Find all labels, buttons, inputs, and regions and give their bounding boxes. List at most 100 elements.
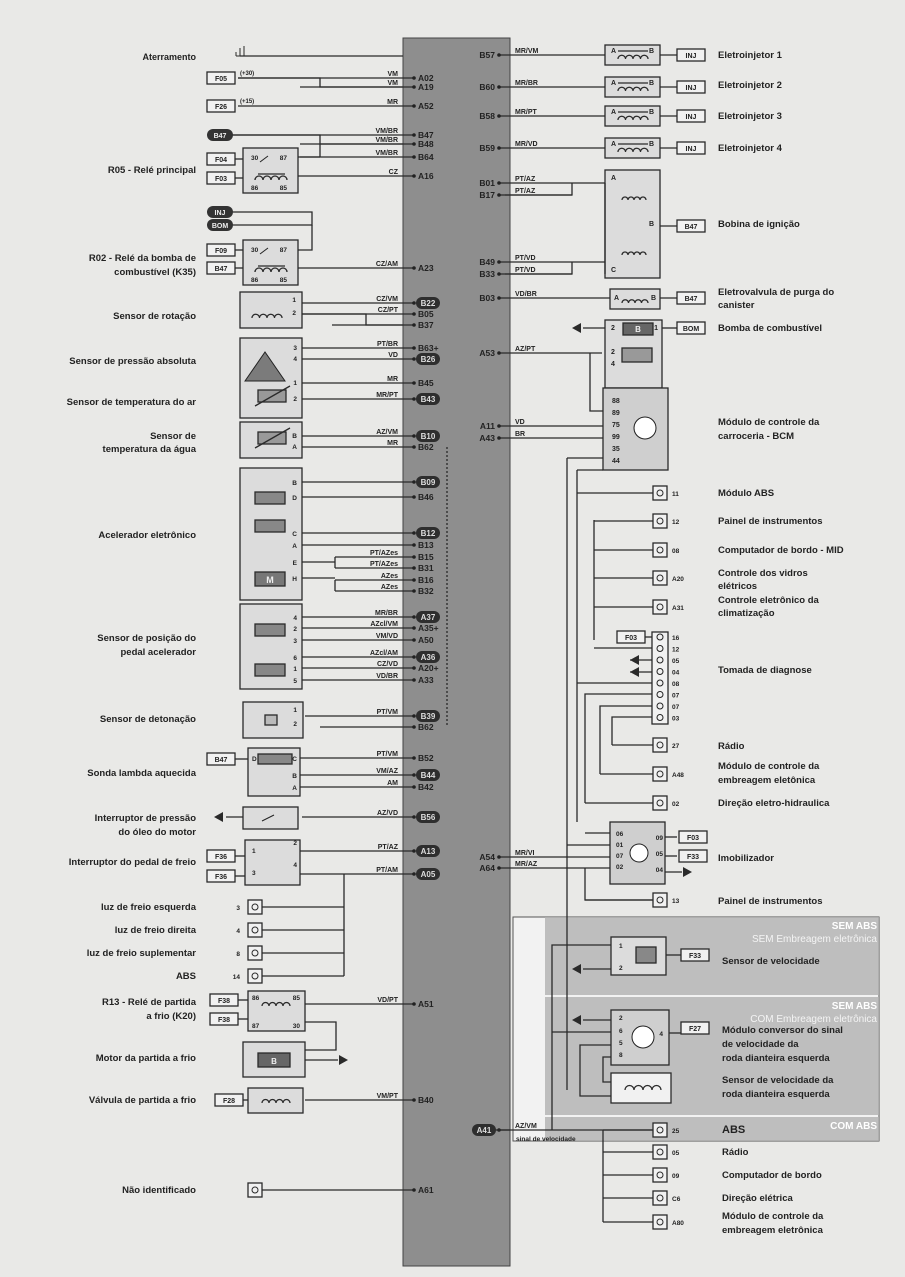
- ecu-pin-B32: B32: [418, 586, 434, 596]
- wire-color-label: PT/VM: [377, 751, 399, 758]
- component-label: Eletroinjetor 4: [718, 143, 783, 154]
- component-label: Painel de instrumentos: [718, 896, 823, 907]
- ecu-pin-B46: B46: [418, 492, 434, 502]
- wire-color-label: PT/VD: [515, 267, 536, 274]
- terminal-number: 14: [233, 974, 241, 981]
- component-label: embreagem eletônica: [718, 775, 816, 786]
- connector-BOM: [207, 219, 233, 231]
- pin: 3: [293, 638, 297, 645]
- pin: 86: [252, 995, 260, 1002]
- terminal-13-contact: [656, 896, 664, 904]
- terminal-05: [652, 1144, 668, 1160]
- pin: A: [614, 295, 619, 302]
- pin-arrow-icon: [412, 756, 416, 760]
- fuel-level-icon: [621, 347, 653, 363]
- ecu-pin-A51: A51: [418, 999, 434, 1009]
- component-label: Eletrovalvula de purga do: [718, 287, 834, 298]
- brake-light-terminal: [247, 899, 263, 915]
- connector-BOM: [676, 321, 706, 335]
- component-label: temperatura da água: [103, 444, 197, 455]
- ecu-pin-A43: A43: [479, 433, 495, 443]
- pin-arrow-icon: [412, 872, 416, 876]
- pin: 1: [619, 943, 623, 950]
- pin: 1: [293, 380, 297, 387]
- pin: A: [611, 109, 616, 116]
- potentiometer-icon: [254, 491, 286, 505]
- pin: 2: [611, 325, 615, 332]
- pin: 2: [293, 396, 297, 403]
- diag-contact: [656, 691, 664, 698]
- option-subtitle: COM Embreagem eletrônica: [750, 1014, 877, 1025]
- immob-pin: 02: [616, 864, 624, 871]
- component-label: roda dianteira esquerda: [722, 1089, 830, 1100]
- immob-pin: 07: [616, 853, 624, 860]
- ecu-pin-B13: B13: [418, 540, 434, 550]
- pin: 1: [293, 707, 297, 714]
- connector-INJ-label: INJ: [215, 210, 226, 217]
- pin-arrow-icon: [412, 785, 416, 789]
- component-label: Sensor de velocidade: [722, 956, 820, 967]
- r05-relay: [242, 147, 299, 194]
- ecu-pin-B60: B60: [479, 82, 495, 92]
- ecu-pin-B62: B62: [418, 722, 434, 732]
- wire: [599, 705, 652, 774]
- wire: [579, 1044, 611, 1097]
- injector-coil-icon: [617, 115, 649, 121]
- diagnosis-connector: [651, 631, 669, 725]
- wire-color-label: CZ/VD: [377, 661, 398, 668]
- pin: B: [292, 773, 297, 780]
- supply-note-15: (+15): [240, 99, 254, 105]
- pin: B: [292, 433, 297, 440]
- component-label: roda dianteira esquerda: [722, 1053, 830, 1064]
- pin-arrow-icon: [412, 312, 416, 316]
- connector-F03-label: F03: [687, 835, 699, 842]
- pin-oval: [416, 811, 440, 823]
- pin-arrow-icon: [412, 142, 416, 146]
- wire-color-label: MR/VI: [515, 850, 535, 857]
- terminal-number: 08: [672, 548, 680, 555]
- wire-color-label: AZcl/VM: [370, 621, 398, 628]
- ecu-pin-B22: B22: [421, 299, 436, 308]
- pin-oval: [416, 769, 440, 781]
- connector-F26-label: F26: [215, 104, 227, 111]
- terminal-number: 25: [672, 1128, 680, 1135]
- component-label: R13 - Relé de partida: [102, 997, 197, 1008]
- pin-arrow-icon: [412, 85, 416, 89]
- potentiometer-icon: [254, 663, 286, 677]
- pin-arrow-icon: [412, 555, 416, 559]
- diag-pin-number: 05: [672, 658, 680, 665]
- connector-F03: [616, 630, 646, 644]
- wire-color-label: CZ/AM: [376, 261, 398, 268]
- wire: [233, 211, 313, 226]
- pin-oval: [416, 353, 440, 365]
- pin-arrow-icon: [412, 578, 416, 582]
- terminal-A20: [652, 570, 668, 586]
- relay-pin-label: 85: [280, 185, 288, 192]
- pin-oval: [472, 1124, 496, 1136]
- pin: C: [292, 531, 297, 538]
- terminal-08: [652, 542, 668, 558]
- signal-label: sinal de velocidade: [516, 1136, 576, 1143]
- pin: 1: [654, 325, 658, 332]
- pin: B: [292, 480, 297, 487]
- wire-color-label: VM/PT: [377, 1093, 399, 1100]
- option-section-2: [545, 997, 879, 1115]
- connector-F36-label: F36: [215, 874, 227, 881]
- ignition-coil-icon: [621, 196, 647, 201]
- ecu-pin-A33: A33: [418, 675, 434, 685]
- diag-pin-number: 07: [672, 693, 680, 700]
- pin-arrow-icon: [412, 397, 416, 401]
- component-label: Computador de bordo - MID: [718, 545, 844, 556]
- wire-color-label: AM: [387, 780, 398, 787]
- terminal-number: 13: [672, 898, 680, 905]
- pin-arrow-icon: [497, 296, 501, 300]
- connector-B47-label: B47: [685, 224, 698, 231]
- pin: 1: [292, 297, 296, 304]
- pin: 85: [293, 995, 301, 1002]
- ecu-pin-A13: A13: [421, 847, 436, 856]
- component-label: luz de freio direita: [115, 925, 197, 936]
- terminal-number: 8: [236, 951, 240, 958]
- ecu-pin-B48: B48: [418, 139, 434, 149]
- connector-INJ-label: INJ: [686, 146, 697, 153]
- brake-pedal-switch: [244, 839, 301, 886]
